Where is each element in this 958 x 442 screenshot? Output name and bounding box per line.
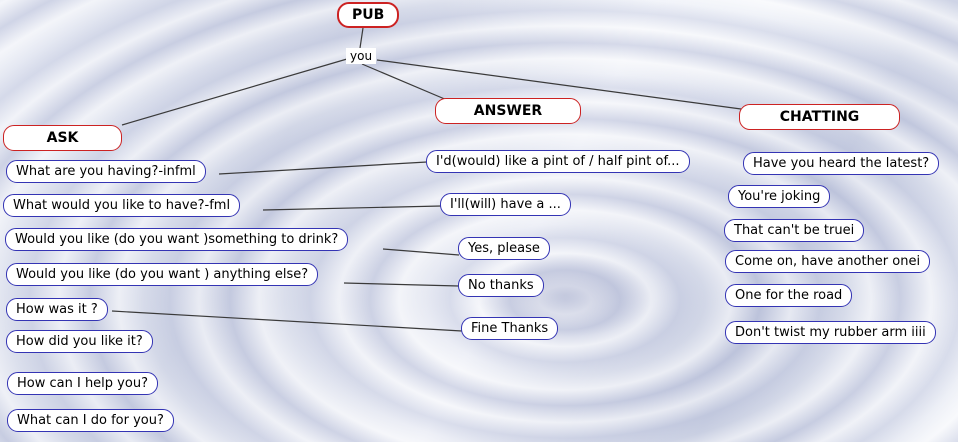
answer-node-fine-thanks[interactable]: Fine Thanks xyxy=(461,317,559,340)
link-drink-yesplease xyxy=(382,248,460,256)
answer-node-pint-of[interactable]: I'd(would) like a pint of / half pint of… xyxy=(426,150,690,173)
branch-header-chatting[interactable]: CHATTING xyxy=(739,104,900,130)
root-node-pub[interactable]: PUB xyxy=(337,2,400,28)
link-pub-you xyxy=(359,27,364,49)
ask-node-how-was-it[interactable]: How was it ? xyxy=(6,298,108,321)
ask-node-something-to-drink[interactable]: Would you like (do you want )something t… xyxy=(5,228,349,251)
link-you-ask xyxy=(121,58,348,126)
ask-node-anything-else[interactable]: Would you like (do you want ) anything e… xyxy=(6,263,319,286)
answer-node-yes-please[interactable]: Yes, please xyxy=(458,237,550,260)
link-anythingelse-nothanks xyxy=(343,282,460,287)
link-howwasit-finethanks xyxy=(111,310,463,332)
ask-node-what-are-you-having[interactable]: What are you having?-infml xyxy=(6,160,206,183)
answer-node-ill-have-a[interactable]: I'll(will) have a ... xyxy=(440,193,571,216)
chatting-node-one-for-the-road[interactable]: One for the road xyxy=(725,284,853,307)
answer-node-no-thanks[interactable]: No thanks xyxy=(458,274,544,297)
chatting-node-rubber-arm[interactable]: Don't twist my rubber arm iiii xyxy=(725,321,936,344)
link-having-pint xyxy=(218,161,428,175)
link-you-chatting xyxy=(376,59,742,110)
ask-node-how-can-i-help[interactable]: How can I help you? xyxy=(7,372,158,395)
chatting-node-youre-joking[interactable]: You're joking xyxy=(728,185,831,208)
link-liketohave-illhave xyxy=(262,205,442,211)
chatting-node-have-another-one[interactable]: Come on, have another onei xyxy=(725,250,931,273)
chatting-node-cant-be-true[interactable]: That can't be truei xyxy=(724,219,865,242)
link-you-answer xyxy=(361,63,448,101)
branch-header-answer[interactable]: ANSWER xyxy=(435,98,581,124)
branch-header-ask[interactable]: ASK xyxy=(3,125,122,151)
ask-node-what-can-i-do[interactable]: What can I do for you? xyxy=(7,409,174,432)
ask-node-how-did-you-like-it[interactable]: How did you like it? xyxy=(6,330,153,353)
node-you[interactable]: you xyxy=(346,48,377,64)
chatting-node-heard-the-latest[interactable]: Have you heard the latest? xyxy=(743,152,940,175)
ask-node-what-would-you-like[interactable]: What would you like to have?-fml xyxy=(3,194,241,217)
